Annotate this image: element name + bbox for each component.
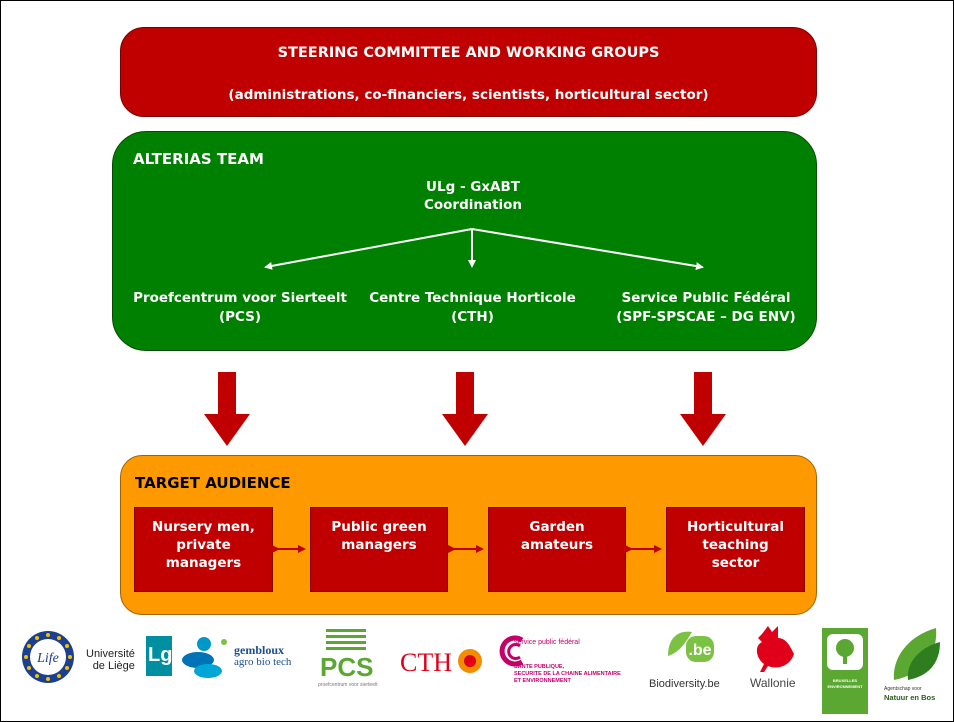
partner-spf: Service Public Fédéral (SPF-SPSCAE – DG …	[601, 289, 811, 327]
steering-committee-box: STEERING COMMITTEE AND WORKING GROUPS (a…	[120, 27, 817, 117]
gembloux-line1: gembloux	[234, 643, 285, 657]
ulg-mark-text: Lg	[148, 644, 173, 666]
down-arrow-left	[204, 372, 250, 446]
partner-cth: Centre Technique Horticole (CTH)	[360, 289, 585, 327]
spf-line2: SANTE PUBLIQUE,	[514, 664, 565, 670]
partner-pcs-abbr: (PCS)	[218, 309, 262, 325]
anb-leaf-icon	[893, 628, 940, 680]
audience-public-green: Public green managers	[310, 507, 448, 592]
audience-nursery-line1: Nursery men,	[152, 519, 255, 535]
down-arrow-center	[442, 372, 488, 446]
arrow-to-spf	[471, 228, 704, 270]
steering-title: STEERING COMMITTEE AND WORKING GROUPS	[277, 45, 660, 61]
down-arrow-right	[680, 372, 726, 446]
audience-nursery-line2: private	[176, 537, 231, 553]
ibge-tree-icon	[827, 634, 863, 670]
partner-spf-abbr: (SPF-SPSCAE – DG ENV)	[616, 309, 796, 325]
audience-horticultural: Horticultural teaching sector	[666, 507, 805, 592]
partner-pcs: Proefcentrum voor Sierteelt (PCS)	[115, 289, 365, 327]
ibge-line1: BRUXELLES	[832, 678, 858, 683]
ulg-line2: de Liège	[92, 660, 135, 672]
ibge-line2: ENVIRONNEMENT	[827, 684, 863, 689]
audience-label: TARGET AUDIENCE	[135, 474, 291, 492]
audience-public-line1: Public green	[331, 519, 427, 535]
ibge-text: BRUXELLES ENVIRONNEMENT	[822, 678, 868, 690]
coordination-line2: Coordination	[423, 197, 523, 213]
audience-public-line2: managers	[341, 537, 417, 553]
anb-line2: Natuur en Bos	[884, 693, 936, 702]
wallonie-rooster-icon	[756, 626, 794, 672]
audience-hort-line1: Horticultural	[686, 519, 784, 535]
audience-hort-line3: sector	[711, 555, 760, 571]
biodiversity-logo-mark: .be	[668, 631, 714, 662]
partner-cth-name: Centre Technique Horticole	[369, 290, 576, 306]
cth-logo-text: CTH	[400, 648, 452, 677]
spf-text-block: SANTE PUBLIQUE, SECURITE DE LA CHAINE AL…	[514, 664, 621, 685]
coordination-line1: ULg - GxABT	[426, 179, 520, 195]
gembloux-line2: agro bio tech	[234, 656, 292, 668]
wallonie-logo-text: Wallonie	[750, 676, 796, 690]
coordination-node: ULg - GxABT Coordination	[373, 178, 573, 214]
spf-line3: SECURITE DE LA CHAINE ALIMENTAIRE	[514, 671, 621, 677]
spf-line4: ET ENVIRONNEMENT	[514, 678, 571, 684]
life-logo-text: Life	[36, 651, 59, 666]
spf-line1: service public fédéral	[514, 639, 580, 646]
audience-garden-line1: Garden	[529, 519, 585, 535]
steering-subtitle: (administrations, co-financiers, scienti…	[228, 87, 709, 103]
gembloux-logo-text: gembloux agro bio tech	[234, 644, 291, 668]
arrow-to-pcs	[264, 228, 473, 270]
coordination-arrows	[264, 228, 704, 270]
audience-hort-line2: teaching	[702, 537, 769, 553]
life-logo: Life	[22, 631, 74, 683]
pcs-logo-grid	[326, 629, 366, 650]
biodiversity-logo-text: Biodiversity.be	[649, 678, 720, 690]
partner-pcs-name: Proefcentrum voor Sierteelt	[133, 290, 347, 306]
down-arrows	[204, 372, 726, 446]
partner-spf-name: Service Public Fédéral	[621, 290, 791, 306]
ulg-logo-mark: Lg	[146, 636, 172, 676]
audience-garden-line2: amateurs	[520, 537, 594, 553]
audience-nursery-line3: managers	[165, 555, 242, 571]
audience-garden: Garden amateurs	[488, 507, 626, 592]
cth-flower-icon	[458, 649, 482, 673]
team-label: ALTERIAS TEAM	[133, 150, 264, 168]
ulg-logo-text: Université de Liège	[86, 648, 135, 672]
anb-line1: Agentschap voor	[884, 686, 922, 692]
ibge-logo: BRUXELLES ENVIRONNEMENT	[822, 628, 868, 714]
gembloux-logo-mark	[182, 637, 227, 678]
biodiversity-mark-text: .be	[688, 642, 711, 659]
pcs-logo-text: PCS	[320, 652, 374, 682]
spf-logo-mark	[499, 635, 524, 667]
partner-logos: Life Université de Liège Lg gembloux agr…	[0, 620, 954, 720]
pcs-logo-sub: proefcentrum voor sierteelt	[318, 682, 378, 688]
partner-cth-abbr: (CTH)	[451, 309, 494, 325]
alterias-team-box: ALTERIAS TEAM ULg - GxABT Coordination P…	[112, 131, 817, 351]
ulg-line1: Université	[86, 648, 135, 660]
